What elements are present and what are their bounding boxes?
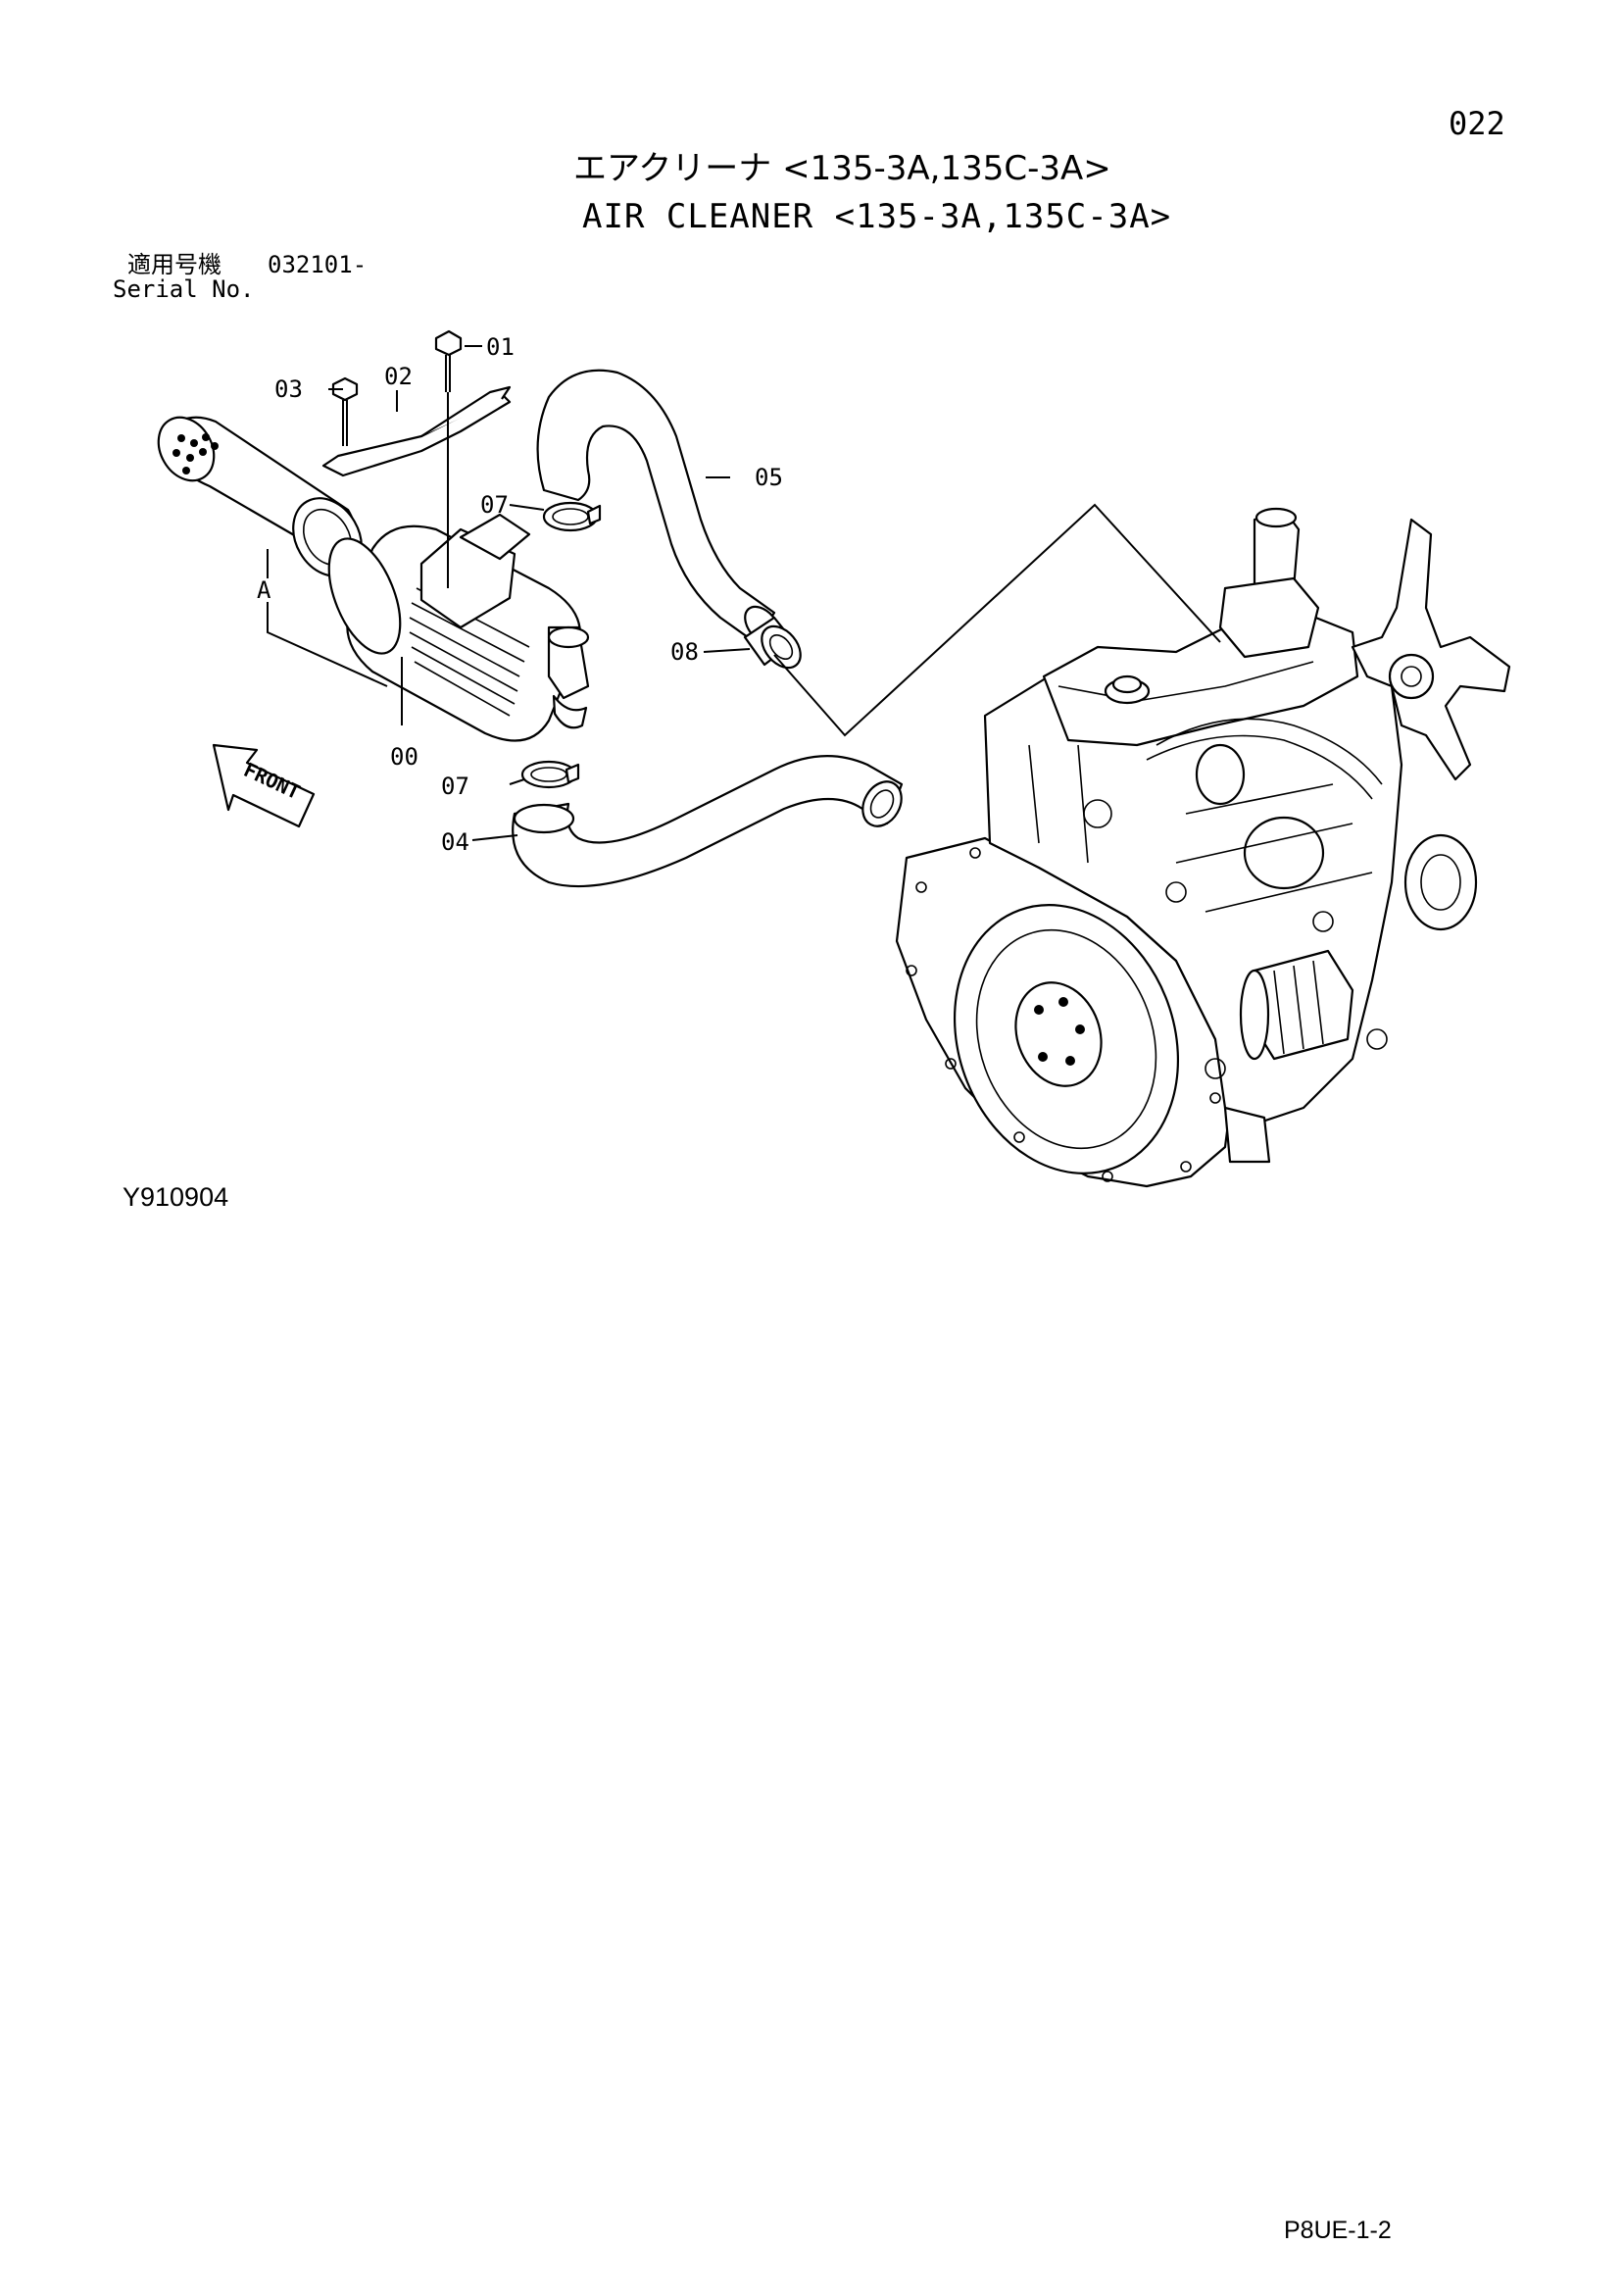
title-english: AIR CLEANER <135-3A,135C-3A> (582, 197, 1172, 236)
callout-00: 00 (390, 743, 418, 771)
page-code: P8UE-1-2 (1284, 2217, 1392, 2244)
serial-label-japanese: 適用号機 (127, 251, 221, 278)
lower-hose (512, 755, 904, 888)
front-direction-arrow: FRONT (212, 743, 316, 828)
callout-detail-a: A (257, 576, 271, 604)
engine-assembly (895, 507, 1511, 1188)
hose-clamp-lower (520, 760, 580, 789)
hose-clamp-upper (542, 501, 602, 532)
callout-07-upper: 07 (480, 491, 509, 519)
callout-08: 08 (670, 638, 699, 666)
callout-05: 05 (755, 464, 783, 491)
bolt-01 (434, 329, 463, 392)
page-number: 022 (1449, 105, 1505, 142)
leader-lines (267, 345, 1221, 841)
hose-connector-08 (743, 616, 802, 670)
serial-range: 032101- (268, 251, 368, 278)
air-cleaner-body (327, 513, 590, 742)
callout-07-lower: 07 (441, 773, 469, 800)
callout-03: 03 (274, 375, 303, 403)
callout-02: 02 (384, 363, 413, 390)
mounting-bracket (321, 385, 512, 477)
serial-label-english: Serial No. (113, 275, 255, 303)
drawing-id: Y910904 (123, 1182, 229, 1212)
title-japanese: エアクリーナ <135-3A,135C-3A> (573, 149, 1111, 188)
bolt-03 (331, 376, 359, 446)
callout-01: 01 (486, 333, 515, 361)
callout-04: 04 (441, 828, 469, 856)
